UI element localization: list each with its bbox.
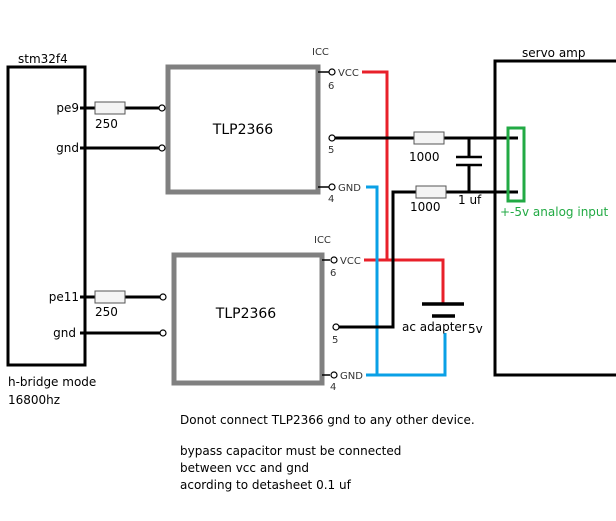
icc-label: ICC [312, 47, 329, 58]
pin-number: 4 [330, 382, 336, 393]
chip-label: TLP2366 [212, 122, 274, 138]
servo-label: servo amp [522, 46, 586, 60]
output-wires [335, 136, 518, 329]
note-warning: Donot connect TLP2366 gnd to any other d… [180, 413, 475, 427]
gnd-label: GND [340, 371, 363, 382]
icc-label: ICC [314, 235, 331, 246]
gnd-label: GND [338, 183, 361, 194]
resistor-label: 1000 [410, 200, 441, 214]
pin-pe9: pe9 [56, 101, 79, 115]
pin-pe11: pe11 [49, 290, 79, 304]
note-line: acording to detasheet 0.1 uf [180, 478, 352, 492]
analog-input-highlight [506, 126, 526, 203]
gnd-wire [366, 185, 379, 375]
mode-label: h-bridge mode [8, 375, 96, 389]
vcc-wire [364, 258, 445, 303]
resistor-label: 1000 [409, 150, 440, 164]
mcu-label: stm32f4 [18, 52, 68, 66]
resistor-1000-upper [413, 131, 445, 145]
gnd-wire [366, 333, 447, 377]
pin-number: 6 [330, 268, 336, 279]
vcc-label: VCC [340, 256, 361, 267]
capacitor [456, 155, 482, 167]
power-voltage: 5v [468, 322, 483, 336]
pin-number: 5 [328, 145, 334, 156]
vcc-wire [362, 70, 389, 260]
resistor-250-lower [94, 290, 126, 304]
freq-label: 16800hz [8, 393, 60, 407]
servo-amp-box [493, 59, 616, 377]
pin-number: 5 [332, 335, 338, 346]
note-line: bypass capacitor must be connected [180, 444, 401, 458]
pin-gnd-2: gnd [53, 326, 76, 340]
mcu-wires [80, 106, 160, 335]
pin-gnd-1: gnd [56, 141, 79, 155]
chip-label: TLP2366 [215, 306, 277, 322]
resistor-label: 250 [95, 117, 118, 131]
analog-input-label: +-5v analog input [500, 205, 609, 219]
resistor-label: 250 [95, 305, 118, 319]
optocoupler-lower [171, 252, 325, 386]
capacitor-label: 1 uf [458, 193, 482, 207]
resistor-250-upper [94, 101, 126, 115]
power-label: ac adapter [402, 320, 467, 334]
resistor-1000-lower [415, 185, 447, 199]
optocoupler-upper [165, 64, 321, 195]
mcu-box [6, 65, 87, 367]
note-line: between vcc and gnd [180, 461, 309, 475]
pin-number: 6 [328, 81, 334, 92]
vcc-label: VCC [338, 68, 359, 79]
pin-number: 4 [328, 194, 334, 205]
